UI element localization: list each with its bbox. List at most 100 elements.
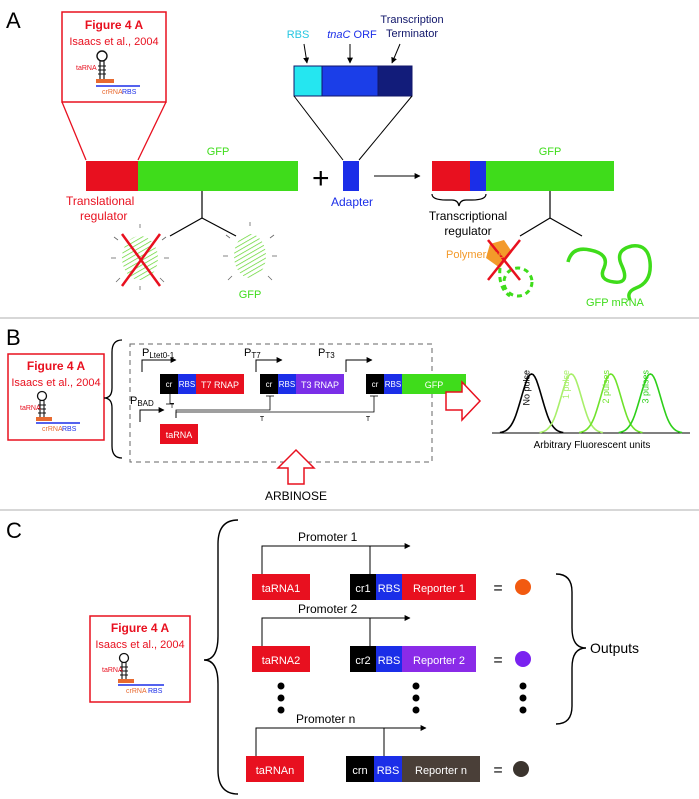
ref-crrna: crRNA [42,426,63,433]
transcriptional-label-2: regulator [444,224,491,238]
brace-icon [203,519,239,795]
gfp-fluorescence-icon [111,224,169,290]
tarna-label: taRNA2 [262,655,301,667]
panel-a-label: A [6,8,21,33]
top-rbs-label: RBS [287,29,310,41]
top-orf-label: tnaC ORF [327,29,377,41]
ref-tarna: taRNA [76,65,97,72]
row-2: Promoter 2 taRNA2 cr2 RBS Reporter 2 = [252,602,531,672]
series-curve-3 [579,373,643,434]
reporter-block [402,574,476,600]
top-terminator-label-1: Transcription [380,14,443,26]
hairpin-rna-icon [118,652,164,686]
t-mark-3: T [366,416,371,423]
reporter-label: Reporter n [415,765,467,777]
fluorescence-chart: Arbitrary Fluorescent units No pulse 1 pu… [492,370,690,451]
cassette-1: cr RBS T7 RNAP [160,374,244,394]
cr-label: cr [266,380,273,389]
ref-crrna: crRNA [126,688,147,695]
ref-rbs: RBS [148,688,163,695]
cr-block [346,756,374,782]
ref-title: Figure 4 A [27,359,86,373]
repression-lines [166,394,378,418]
fork-left [169,191,237,237]
promoter-ltet-p: P [142,347,149,359]
reporter-block [402,756,480,782]
output-dot [515,651,531,667]
t7rnap-label: T7 RNAP [201,380,239,390]
promoter-label: Promoter 1 [298,530,358,544]
cassette-zoom-left [293,95,344,161]
arabinose-label: ARBINOSE [265,489,327,503]
row-n: Promoter n taRNAn crn RBS Reporter n = [246,712,529,782]
brace-icon [555,573,587,725]
panel-a: A Figure 4 A Isaacs et al., 2004 taRNA c… [6,8,652,309]
reporter-block [402,646,476,672]
equals-sign: = [493,652,502,669]
zoom-line-right [137,101,167,161]
cr-label: cr1 [355,583,370,595]
ref-rbs: RBS [62,426,77,433]
panel-b-label: B [6,325,21,350]
promoter-arrow-icon [139,357,373,422]
cassette-2: cr RBS T3 RNAP [260,374,344,394]
cr-label: cr [372,380,379,389]
ref-title: Figure 4 A [85,18,144,32]
reporter-label: Reporter 1 [413,583,465,595]
tnac-orf-segment [321,65,379,97]
gfp-mrna-label: GFP mRNA [586,297,645,309]
panel-c-label: C [6,518,22,543]
hollow-arrow-icon [276,448,316,485]
x-axis-label: Arbitrary Fluorescent units [534,440,651,451]
adapter-block [343,161,359,191]
gfp-protein-label: GFP [239,289,262,301]
cr-label: cr [166,380,173,389]
outputs-label: Outputs [590,640,639,656]
tarna-block [160,424,198,444]
reference-box-c: Figure 4 A Isaacs et al., 2004 taRNA crR… [89,615,191,703]
rbs-label: RBS [385,380,401,389]
adapter-label: Adapter [331,195,373,209]
reporter-label: Reporter 2 [413,655,465,667]
terminator-segment [377,65,413,97]
brace-icon [431,193,487,207]
promoter-ltet-sub: Ltet0-1 [149,351,174,360]
series-label-1: No pulse [522,370,532,406]
promoter-arrow-icon [255,725,427,756]
gfp-block [138,161,298,191]
series-label-2: 1 pulse [561,370,571,399]
t-mark-2: T [260,416,265,423]
brace-icon [103,339,123,459]
transcriptional-regulator-red [432,161,470,191]
promoter-t3-p: P [318,347,325,359]
cross-mark-icon [120,233,162,287]
rbs-label: RBS [279,380,295,389]
promoter-t3-sub: T3 [325,351,335,360]
ref-tarna: taRNA [102,667,123,674]
gfp-fluorescence-icon [223,222,277,281]
gfp-label-right: GFP [539,146,562,158]
tarna-block [246,756,304,782]
rbs-label: RBS [377,765,400,777]
ref-citation: Isaacs et al., 2004 [95,639,184,651]
t-mark-1: T [170,403,175,410]
promoter-arrow-icon [261,615,411,646]
ref-title: Figure 4 A [111,621,170,635]
cr-block [350,574,376,600]
cross-mark-icon [487,239,521,281]
ref-citation: Isaacs et al., 2004 [11,377,100,389]
row-1: Promoter 1 taRNA1 cr1 RBS Reporter 1 = [252,530,531,600]
hollow-arrow-icon [445,380,482,422]
promoter-label: Promoter 2 [298,602,358,616]
rbs-label: RBS [378,583,401,595]
cassette-3: cr RBS GFP [366,374,466,394]
t3rnap-label: T3 RNAP [301,380,339,390]
gfp-label: GFP [425,380,444,390]
ref-tarna: taRNA [20,405,41,412]
tarna-block [252,646,310,672]
rbs-label: RBS [179,380,195,389]
cr-block [350,646,376,672]
cassette-zoom-right [358,95,413,161]
series-curve-2 [539,373,603,434]
